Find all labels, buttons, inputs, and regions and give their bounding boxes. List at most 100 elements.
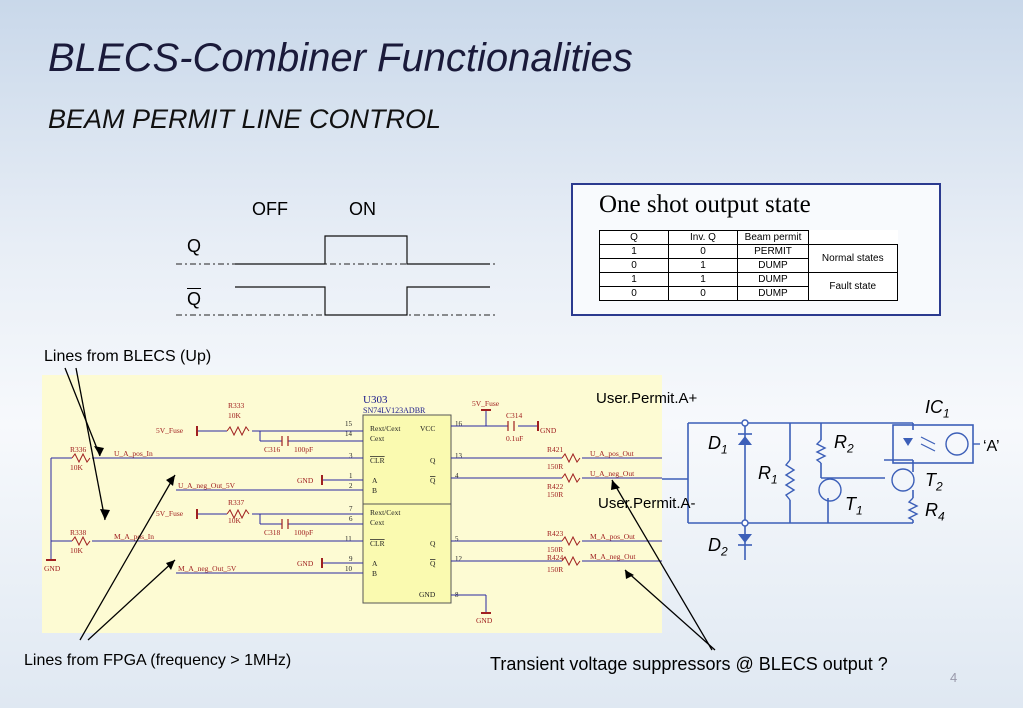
qbar-label: Q xyxy=(187,289,202,309)
svg-text:M_A_pos_Out: M_A_pos_Out xyxy=(590,532,636,541)
schematic-svg: U303 SN74LV123ADBR Rext/Cext Cext VCC CL… xyxy=(44,394,662,625)
svg-text:R421: R421 xyxy=(547,445,564,454)
svg-text:7: 7 xyxy=(349,505,353,513)
svg-text:10K: 10K xyxy=(70,546,84,555)
svg-text:GND: GND xyxy=(419,590,436,599)
svg-text:A: A xyxy=(372,476,378,485)
svg-text:R337: R337 xyxy=(228,498,245,507)
svg-text:Q: Q xyxy=(430,456,436,465)
svg-text:VCC: VCC xyxy=(420,424,435,433)
r424-symbol xyxy=(561,555,581,567)
d2-diode-icon xyxy=(738,534,752,546)
svg-text:5V_Fuse: 5V_Fuse xyxy=(156,509,184,518)
t2-label: T2 xyxy=(925,470,943,494)
svg-text:U_A_neg_Out_5V: U_A_neg_Out_5V xyxy=(178,481,236,490)
svg-text:Rext/Cext: Rext/Cext xyxy=(370,424,401,433)
r336-symbol xyxy=(71,452,91,464)
svg-text:CLR: CLR xyxy=(370,456,385,465)
svg-text:10K: 10K xyxy=(70,463,84,472)
ic-u303-body xyxy=(362,414,452,604)
svg-text:C316: C316 xyxy=(264,445,281,454)
q-label: Q xyxy=(187,236,202,256)
svg-text:B: B xyxy=(372,569,377,578)
t2-transistor-icon xyxy=(891,468,915,492)
svg-text:Q: Q xyxy=(430,559,436,568)
tvs-label: Transient voltage suppressors @ BLECS ou… xyxy=(490,654,888,674)
svg-text:A: A xyxy=(372,559,378,568)
d1-label: D1 xyxy=(708,433,728,457)
r4-label: R4 xyxy=(925,500,945,524)
q-waveform xyxy=(235,235,490,265)
r1-resistor-icon xyxy=(784,459,796,501)
svg-text:GND: GND xyxy=(540,426,557,435)
r421-symbol xyxy=(561,452,581,464)
svg-text:150R: 150R xyxy=(547,565,563,574)
svg-text:150R: 150R xyxy=(547,462,563,471)
svg-text:0.1uF: 0.1uF xyxy=(506,434,523,443)
slide-title: BLECS-Combiner Functionalities xyxy=(48,36,633,80)
svg-text:5V_Fuse: 5V_Fuse xyxy=(156,426,184,435)
svg-text:16: 16 xyxy=(455,420,463,428)
svg-text:150R: 150R xyxy=(547,545,563,554)
svg-text:GND: GND xyxy=(476,616,493,625)
r337-symbol xyxy=(226,508,250,520)
state-table-box: One shot output state Q Inv. Q Beam perm… xyxy=(571,183,941,316)
r4-resistor-icon xyxy=(907,497,919,521)
svg-text:100pF: 100pF xyxy=(294,528,313,537)
svg-text:R424: R424 xyxy=(547,553,564,562)
svg-text:12: 12 xyxy=(455,555,463,563)
svg-text:B: B xyxy=(372,486,377,495)
svg-text:11: 11 xyxy=(345,535,352,543)
svg-text:M_A_neg_Out_5V: M_A_neg_Out_5V xyxy=(178,564,237,573)
svg-text:R422: R422 xyxy=(547,482,564,491)
ic1-optocoupler-icon xyxy=(892,424,974,464)
table-header-row: Q Inv. Q Beam permit xyxy=(599,230,898,245)
schematic-panel: U303 SN74LV123ADBR Rext/Cext Cext VCC CL… xyxy=(42,375,662,633)
svg-text:14: 14 xyxy=(345,430,353,438)
svg-text:13: 13 xyxy=(455,452,463,460)
svg-text:3: 3 xyxy=(349,452,353,460)
group-normal: Normal states xyxy=(808,244,898,273)
ic1-label: IC1 xyxy=(925,397,950,421)
a-label: ‘A’ xyxy=(983,438,1000,455)
svg-text:U_A_pos_In: U_A_pos_In xyxy=(114,449,153,458)
svg-text:CLR: CLR xyxy=(370,539,385,548)
r2-resistor-icon xyxy=(815,439,827,464)
svg-text:C314: C314 xyxy=(506,411,523,420)
svg-text:Cext: Cext xyxy=(370,434,385,443)
svg-text:5: 5 xyxy=(455,535,459,543)
t1-transistor-icon xyxy=(818,478,842,502)
svg-text:Q: Q xyxy=(430,539,436,548)
on-label: ON xyxy=(349,199,376,219)
off-label: OFF xyxy=(252,199,288,219)
svg-text:R423: R423 xyxy=(547,529,564,538)
r333-symbol xyxy=(226,425,250,437)
ic-name: U303 xyxy=(363,394,388,406)
r2-label: R2 xyxy=(834,432,854,456)
svg-text:100pF: 100pF xyxy=(294,445,313,454)
svg-text:15: 15 xyxy=(345,420,353,428)
svg-text:R338: R338 xyxy=(70,528,87,537)
svg-text:Cext: Cext xyxy=(370,518,385,527)
svg-text:6: 6 xyxy=(349,515,353,523)
t1-label: T1 xyxy=(845,494,863,518)
svg-text:R333: R333 xyxy=(228,401,245,410)
svg-text:9: 9 xyxy=(349,555,353,563)
r338-symbol xyxy=(71,535,91,547)
svg-text:10K: 10K xyxy=(228,516,242,525)
ic-part: SN74LV123ADBR xyxy=(363,406,426,415)
annotation-arrows xyxy=(64,367,716,651)
svg-text:U_A_neg_Out: U_A_neg_Out xyxy=(590,469,635,478)
page-number: 4 xyxy=(950,670,958,685)
r422-symbol xyxy=(561,472,581,484)
svg-text:10K: 10K xyxy=(228,411,242,420)
permit-neg-label: User.Permit.A- xyxy=(598,495,696,512)
qbar-waveform xyxy=(235,286,490,316)
svg-text:Rext/Cext: Rext/Cext xyxy=(370,508,401,517)
